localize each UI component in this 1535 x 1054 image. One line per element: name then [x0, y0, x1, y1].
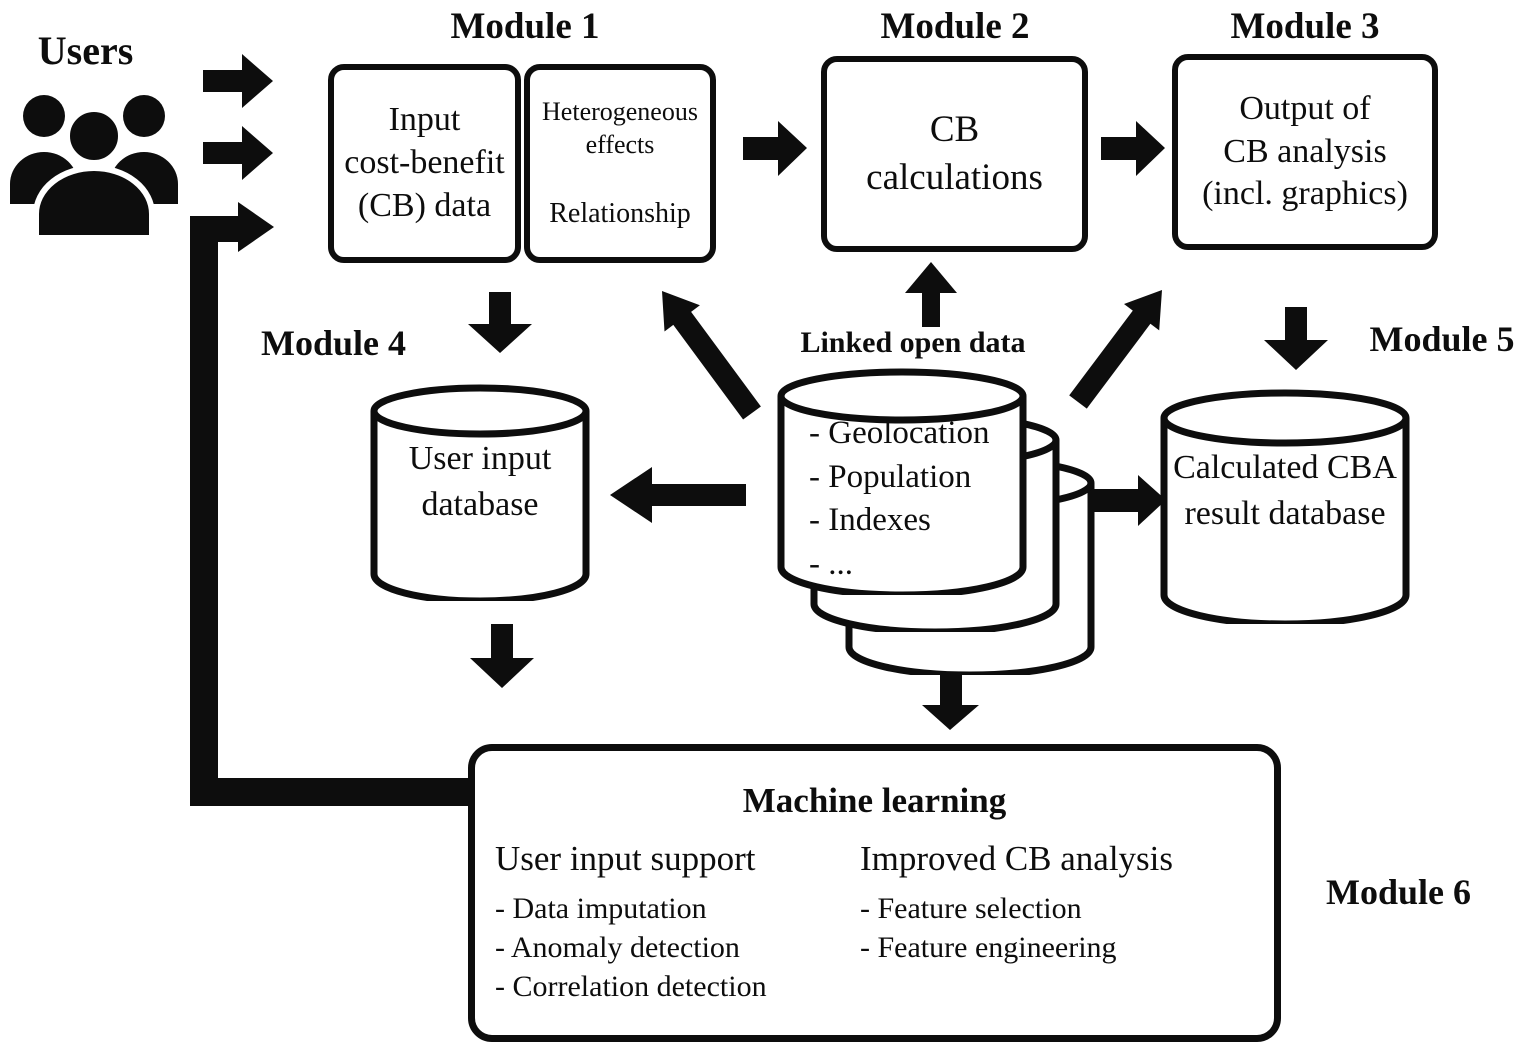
machine-learning-heading: Machine learning — [742, 781, 1007, 820]
box-text-line: Relationship — [549, 198, 691, 230]
module1-title: Module 1 — [450, 6, 600, 47]
module3-output-box: Output of CB analysis (incl. graphics) — [1172, 54, 1438, 250]
person-head — [123, 95, 165, 137]
module1-heterogeneous-effects-box: Heterogeneous effects Relationship — [524, 64, 716, 263]
linked-open-data-databases: - Geolocation - Population - Indexes - .… — [777, 368, 1097, 678]
box-text-line: (CB) data — [357, 186, 492, 224]
database-cylinder-icon — [1160, 389, 1410, 624]
person-head — [23, 95, 65, 137]
column-item: - Feature engineering — [860, 931, 1117, 964]
database-cylinder-front — [777, 368, 1027, 595]
module4-user-input-database: User input database — [370, 384, 590, 601]
database-label: Calculated CBA result database — [1173, 449, 1397, 532]
module5-title: Module 5 — [1369, 319, 1515, 359]
column-header: Improved CB analysis — [860, 839, 1174, 878]
column-item: - Feature selection — [860, 892, 1082, 925]
column-item: - Data imputation — [495, 892, 707, 925]
lod-item: - Geolocation — [809, 415, 990, 451]
linked-open-data-label: Linked open data — [800, 326, 1026, 359]
lod-item: - ... — [809, 545, 853, 582]
improved-cb-analysis-column: Improved CB analysis - Feature selection… — [860, 839, 1173, 967]
users-label: Users — [37, 28, 134, 73]
database-label: User input database — [408, 440, 552, 523]
box-text-line: effects — [585, 130, 655, 160]
box-text-line: Heterogeneous — [542, 96, 698, 126]
column-item: - Correlation detection — [495, 970, 767, 1003]
arrow-lod-to-module6 — [922, 675, 979, 730]
box-text-line: calculations — [866, 157, 1043, 198]
linked-open-data-items: - Geolocation - Population - Indexes - .… — [809, 412, 990, 586]
arrow-lod-to-module1 — [662, 291, 761, 420]
user-input-support-column: User input support - Data imputation - A… — [495, 839, 767, 1006]
arrow-module4-down — [470, 624, 534, 688]
arrow-module3-to-module5 — [1264, 307, 1328, 370]
arrow-users-to-module1-b — [203, 126, 273, 180]
arrow-module2-to-module3 — [1101, 121, 1165, 176]
module6-title: Module 6 — [1325, 872, 1471, 912]
arrow-lod-to-module4 — [610, 467, 746, 523]
arrow-module1-to-module4 — [468, 292, 532, 353]
box-text-line: CB analysis — [1223, 132, 1387, 170]
database-cylinder-icon — [370, 384, 590, 601]
box-text-line: cost-benefit — [344, 144, 505, 182]
person-body — [33, 165, 155, 238]
arrow-lod-to-module2 — [905, 262, 957, 327]
column-header: User input support — [495, 839, 756, 878]
module2-title: Module 2 — [880, 6, 1030, 47]
lod-item: - Population — [809, 458, 972, 495]
person-head — [64, 106, 124, 166]
module4-title: Module 4 — [260, 323, 406, 363]
arrow-users-to-module1-a — [203, 54, 273, 108]
arrow-feedback-module6-to-users-input — [190, 202, 468, 806]
column-item: - Anomaly detection — [495, 931, 740, 964]
module1-input-cb-data-box: Input cost-benefit (CB) data — [328, 64, 521, 263]
arrow-lod-to-module5 — [1093, 475, 1166, 526]
module2-cb-calculations-box: CB calculations — [821, 56, 1088, 252]
arrow-module1-to-module2 — [743, 121, 807, 176]
lod-item: - Indexes — [809, 502, 931, 539]
module3-title: Module 3 — [1230, 6, 1380, 47]
box-text-line: CB — [929, 108, 980, 150]
users-group-icon — [10, 95, 178, 238]
module6-machine-learning-box: Machine learning User input support - Da… — [468, 744, 1281, 1042]
box-text-line: (incl. graphics) — [1202, 175, 1408, 213]
module5-calculated-cba-database: Calculated CBA result database — [1160, 389, 1410, 624]
box-text-line: Input — [388, 101, 461, 139]
box-text-line: Output of — [1239, 89, 1371, 127]
arrow-lod-to-module3 — [1069, 290, 1162, 409]
